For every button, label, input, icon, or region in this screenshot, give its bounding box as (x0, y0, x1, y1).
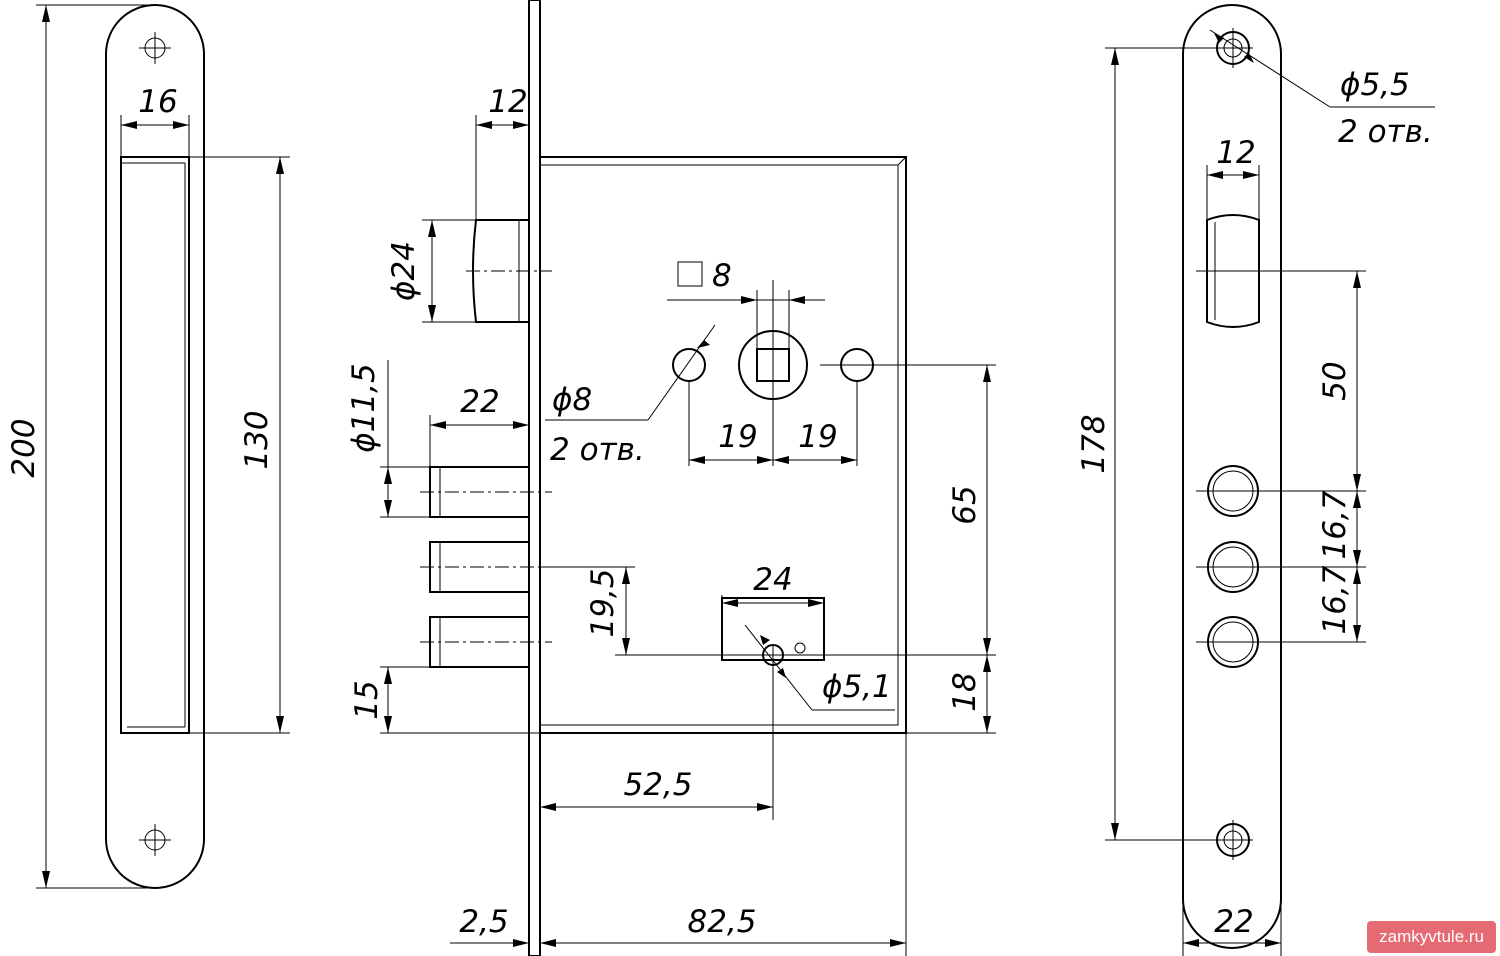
dim-phi8: ϕ8 (552, 382, 592, 418)
square-symbol (677, 261, 703, 287)
dim-19-5: 19,5 (585, 568, 621, 637)
dim-22-bolts: 22 (460, 384, 499, 420)
dim-24-cylinder: 24 (753, 562, 792, 598)
note-2-holes-a: 2 отв. (550, 432, 645, 468)
note-2-holes-b: 2 отв. (1338, 114, 1433, 150)
dim-18: 18 (947, 672, 983, 711)
latch-opening (1206, 214, 1260, 328)
front-faceplate-outline (1182, 4, 1282, 949)
dim-phi5-1: ϕ5,1 (822, 669, 892, 705)
dim-52-5: 52,5 (623, 767, 692, 803)
screw-hole-top (139, 32, 171, 64)
mount-hole-left (672, 348, 706, 382)
dim-phi24: ϕ24 (386, 241, 422, 301)
dim-12-bolt: 12 (488, 84, 527, 120)
dim-12-face: 12 (1216, 135, 1255, 171)
dim-square-8: 8 (712, 258, 732, 294)
dim-22-face: 22 (1214, 904, 1253, 940)
dim-16-7-b: 16,7 (1317, 565, 1353, 634)
dim-15: 15 (349, 680, 385, 719)
dim-16: 16 (138, 84, 177, 120)
screw-hole-bottom (139, 824, 171, 856)
right-faceplate-view: ϕ5,5 2 отв. 12 178 50 16,7 16,7 22 (1076, 4, 1435, 956)
dim-19-right: 19 (798, 419, 837, 455)
dim-phi5-5: ϕ5,5 (1340, 67, 1410, 103)
faceplate-slot (120, 156, 190, 734)
dim-65: 65 (947, 485, 983, 524)
dim-178: 178 (1076, 414, 1112, 473)
side-faceplate (528, 0, 541, 956)
watermark: zamkyvtule.ru (1367, 921, 1496, 953)
dim-200: 200 (6, 418, 42, 477)
left-faceplate-view: 200 16 130 (6, 4, 290, 889)
dim-82-5: 82,5 (687, 904, 756, 940)
lock-side-view: 12 ϕ24 ϕ11,5 22 15 ϕ8 2 отв. 8 (346, 0, 996, 956)
dim-2-5: 2,5 (459, 904, 508, 940)
dim-50: 50 (1317, 361, 1353, 400)
dim-16-7-a: 16,7 (1317, 490, 1353, 559)
dim-19-left: 19 (718, 419, 757, 455)
dim-phi11-5: ϕ11,5 (346, 363, 382, 452)
dim-130: 130 (239, 410, 275, 469)
